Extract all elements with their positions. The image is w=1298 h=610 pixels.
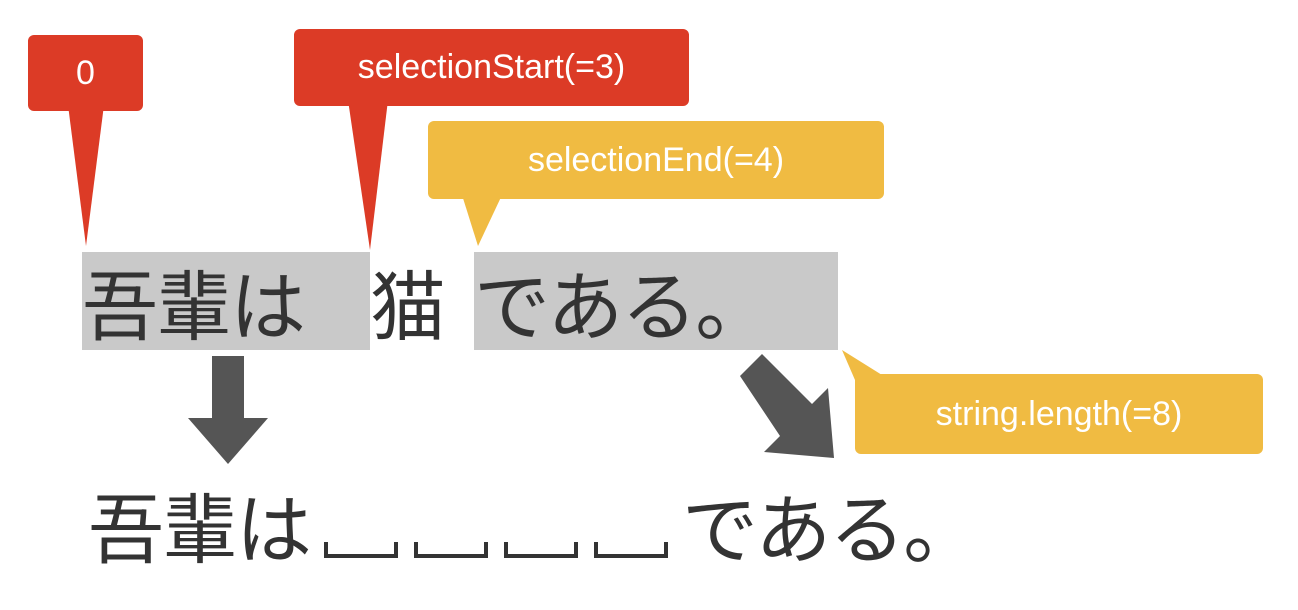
result-text-before: 吾輩は — [88, 486, 312, 575]
diagonal-arrow-icon — [740, 354, 834, 458]
blank-space — [316, 484, 406, 564]
selected-range-after-highlight — [474, 252, 838, 350]
selection-start-callout-pointer — [348, 100, 388, 250]
zero-callout-label: 0 — [76, 53, 95, 92]
original-text-selected-char: 猫 — [370, 263, 446, 352]
original-text-after: である。 — [474, 263, 771, 352]
selection-start-callout-label: selectionStart(=3) — [357, 48, 626, 86]
string-length-callout-label: string.length(=8) — [935, 394, 1183, 433]
original-text-line: 吾輩は猫である。 — [82, 251, 771, 352]
down-arrow-icon — [188, 356, 268, 464]
result-text-line: 吾輩は である。 — [88, 474, 979, 575]
original-text-before: 吾輩は — [82, 263, 306, 352]
string-length-callout-pointer — [842, 350, 890, 380]
zero-callout: 0 — [28, 35, 143, 111]
blank-space — [406, 484, 496, 564]
selection-end-callout: selectionEnd(=4) — [428, 121, 884, 199]
blank-space — [496, 484, 586, 564]
blank-space-group — [316, 484, 676, 564]
selection-start-callout: selectionStart(=3) — [294, 29, 689, 106]
selected-range-before-highlight — [82, 252, 370, 350]
selection-end-callout-label: selectionEnd(=4) — [527, 140, 785, 179]
result-text-after: である。 — [682, 486, 979, 575]
selection-end-callout-pointer — [462, 195, 502, 246]
blank-space — [586, 484, 676, 564]
string-length-callout: string.length(=8) — [855, 374, 1263, 454]
zero-callout-pointer — [68, 105, 104, 246]
